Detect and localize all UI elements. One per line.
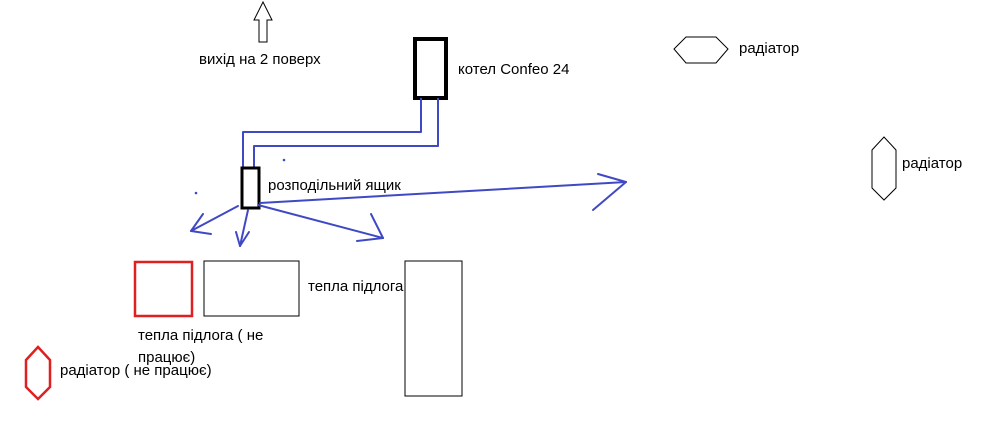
supply-pipes [242, 98, 439, 168]
arrow-to-radiators [259, 173, 627, 211]
arrow-to-broken-floor [190, 205, 239, 235]
distribution-box-icon [240, 166, 261, 210]
pipe-outer [242, 98, 422, 168]
arrow-up-icon [253, 0, 273, 43]
radiator-top-icon [673, 36, 729, 64]
pipe-inner [253, 98, 439, 168]
floor-heating-label: тепла підлога [308, 278, 404, 295]
boiler-label: котел Confeo 24 [458, 61, 570, 78]
radiator-broken-icon [24, 345, 52, 401]
boiler-icon [413, 37, 448, 100]
floor-heating-large-area [404, 260, 463, 397]
distribution-arrows [190, 173, 627, 247]
floor-heating-broken-area [133, 260, 194, 318]
floor-heating-area [203, 260, 300, 317]
stray-dot [282, 158, 286, 162]
distribution-box-label: розподільний ящик [268, 177, 401, 194]
radiator-right-label: радіатор [902, 155, 963, 172]
radiator-top-label: радіатор [739, 40, 800, 57]
arrow-to-floor-heating [235, 209, 250, 247]
arrow-to-large-floor [257, 204, 384, 242]
exit-upstairs-label: вихід на 2 поверх [199, 51, 321, 68]
radiator-broken-label: радіатор ( не працює) [60, 362, 212, 379]
stray-dot [194, 191, 198, 195]
floor-heating-broken-label: тепла підлога ( не працює) [138, 327, 264, 366]
radiator-right-icon [871, 136, 897, 201]
